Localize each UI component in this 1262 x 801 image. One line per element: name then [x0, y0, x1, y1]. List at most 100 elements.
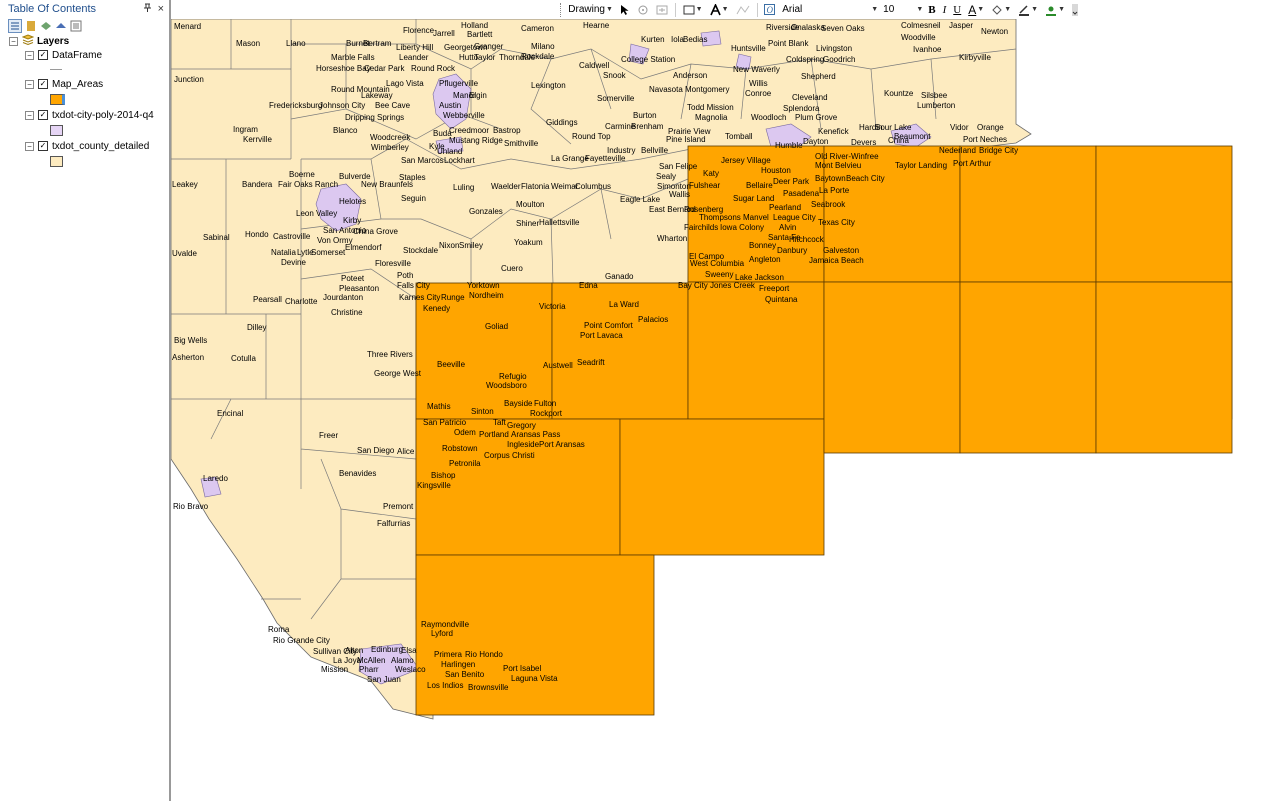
- city-label: Jones Creek: [710, 281, 755, 290]
- toc-toolbar: [0, 18, 169, 34]
- font-color-button[interactable]: A▼: [966, 3, 986, 17]
- city-label: Marble Falls: [331, 53, 375, 62]
- layer-visibility-checkbox[interactable]: ✓: [38, 79, 48, 89]
- city-label: Rio Bravo: [173, 502, 209, 511]
- text-tool-icon[interactable]: ▼: [708, 3, 731, 16]
- city-label: Boerne: [289, 170, 315, 179]
- city-label: Deer Park: [773, 177, 810, 186]
- select-elements-icon[interactable]: [618, 4, 632, 16]
- underline-button[interactable]: U: [953, 3, 962, 16]
- map-area-cell: [687, 281, 825, 420]
- city-label: Alice: [397, 447, 415, 456]
- city-label: Kenedy: [423, 304, 451, 313]
- city-label: Humble: [775, 141, 803, 150]
- city-label: Ingram: [233, 125, 258, 134]
- city-label: Bandera: [242, 180, 273, 189]
- city-label: Bedias: [683, 35, 708, 44]
- rotate-icon[interactable]: [635, 4, 651, 16]
- city-label: Beaumont: [894, 132, 931, 141]
- city-label: China Grove: [353, 227, 398, 236]
- chevron-down-icon: ▼: [721, 6, 729, 13]
- chevron-down-icon[interactable]: ▼: [871, 6, 879, 13]
- layer-visibility-checkbox[interactable]: ✓: [38, 110, 48, 120]
- city-label: Round Mountain: [331, 85, 390, 94]
- city-label: Flatonia: [521, 182, 550, 191]
- city-label: Lago Vista: [386, 79, 424, 88]
- font-name-select[interactable]: Arial: [780, 4, 867, 15]
- city-label: Danbury: [777, 246, 808, 255]
- layer-visibility-checkbox[interactable]: ✓: [38, 141, 48, 151]
- font-color-icon: A: [968, 2, 977, 17]
- chevron-down-icon[interactable]: ▼: [916, 6, 924, 13]
- layers-root-item[interactable]: − Layers: [9, 34, 69, 48]
- list-by-source-icon[interactable]: [25, 20, 37, 32]
- city-label: Colmesneil: [901, 21, 941, 30]
- fill-color-button[interactable]: ▼: [989, 4, 1013, 16]
- city-label: Horseshoe Bay: [316, 64, 371, 73]
- marker-color-button[interactable]: ▼: [1043, 4, 1067, 16]
- font-size-select[interactable]: 10: [881, 4, 912, 15]
- city-label: Smithville: [504, 139, 539, 148]
- rectangle-tool-icon[interactable]: ▼: [681, 4, 705, 16]
- collapse-icon[interactable]: −: [9, 36, 18, 46]
- edit-vertices-icon[interactable]: [734, 4, 752, 16]
- city-label: Floresville: [375, 259, 412, 268]
- city-label: Rockport: [530, 409, 563, 418]
- toolbar-options-icon[interactable]: [1070, 3, 1080, 16]
- collapse-icon[interactable]: −: [25, 79, 34, 89]
- pin-icon[interactable]: [143, 3, 152, 16]
- toolbar-grip[interactable]: [560, 2, 563, 17]
- city-label: Santa Fe: [768, 233, 801, 242]
- city-label: San Antonio: [323, 226, 367, 235]
- city-label: Elgin: [469, 91, 487, 100]
- zoom-to-element-icon[interactable]: [654, 4, 670, 16]
- line-color-button[interactable]: ▼: [1016, 4, 1040, 16]
- city-label: Caldwell: [579, 61, 610, 70]
- list-by-drawing-order-icon[interactable]: [8, 19, 22, 33]
- layer-item-map-areas[interactable]: − ✓ Map_Areas: [25, 77, 103, 91]
- city-label: Jersey Village: [721, 156, 771, 165]
- layers-icon: [21, 34, 35, 48]
- city-label: Industry: [607, 146, 636, 155]
- city-label: Newton: [981, 27, 1009, 36]
- city-label: Thompsons: [699, 213, 741, 222]
- city-label: Premont: [383, 502, 414, 511]
- layer-visibility-checkbox[interactable]: ✓: [38, 50, 48, 60]
- city-label: Poth: [397, 271, 414, 280]
- city-label: Runge: [441, 293, 465, 302]
- city-label: Luling: [453, 183, 475, 192]
- layer-item-city-poly[interactable]: − ✓ txdot-city-poly-2014-q4: [25, 108, 154, 122]
- city-label: Nederland: [939, 146, 976, 155]
- list-by-visibility-icon[interactable]: [40, 20, 52, 32]
- city-label: Cuero: [501, 264, 523, 273]
- city-label: Seven Oaks: [821, 24, 865, 33]
- city-label: Natalia: [271, 248, 296, 257]
- collapse-icon[interactable]: −: [25, 50, 34, 60]
- collapse-icon[interactable]: −: [25, 141, 34, 151]
- city-label: Navasota: [649, 85, 683, 94]
- city-label: Los Indios: [427, 681, 464, 690]
- city-label: Bertram: [363, 39, 392, 48]
- city-label: League City: [773, 213, 816, 222]
- city-label: Hardin: [859, 123, 883, 132]
- chevron-down-icon: ▼: [1031, 6, 1039, 13]
- italic-button[interactable]: I: [942, 3, 947, 16]
- city-label: Victoria: [539, 302, 566, 311]
- bold-button[interactable]: B: [928, 3, 936, 16]
- layer-item-county[interactable]: − ✓ txdot_county_detailed: [25, 139, 149, 153]
- close-icon[interactable]: ×: [157, 2, 164, 15]
- list-by-selection-icon[interactable]: [55, 20, 67, 32]
- city-label: Fayetteville: [585, 154, 626, 163]
- city-label: Aransas Pass: [511, 430, 561, 439]
- toc-options-icon[interactable]: [70, 20, 82, 32]
- drawing-menu-button[interactable]: Drawing▼: [566, 4, 615, 15]
- layer-item-dataframe[interactable]: − ✓ DataFrame: [25, 48, 102, 62]
- city-label: Woodville: [901, 33, 936, 42]
- collapse-icon[interactable]: −: [25, 110, 34, 120]
- city-label: Houston: [761, 166, 791, 175]
- city-label: China: [888, 136, 909, 145]
- city-label: Hondo: [245, 230, 269, 239]
- city-label: McAllen: [357, 656, 386, 665]
- city-label: New Braunfels: [361, 180, 414, 189]
